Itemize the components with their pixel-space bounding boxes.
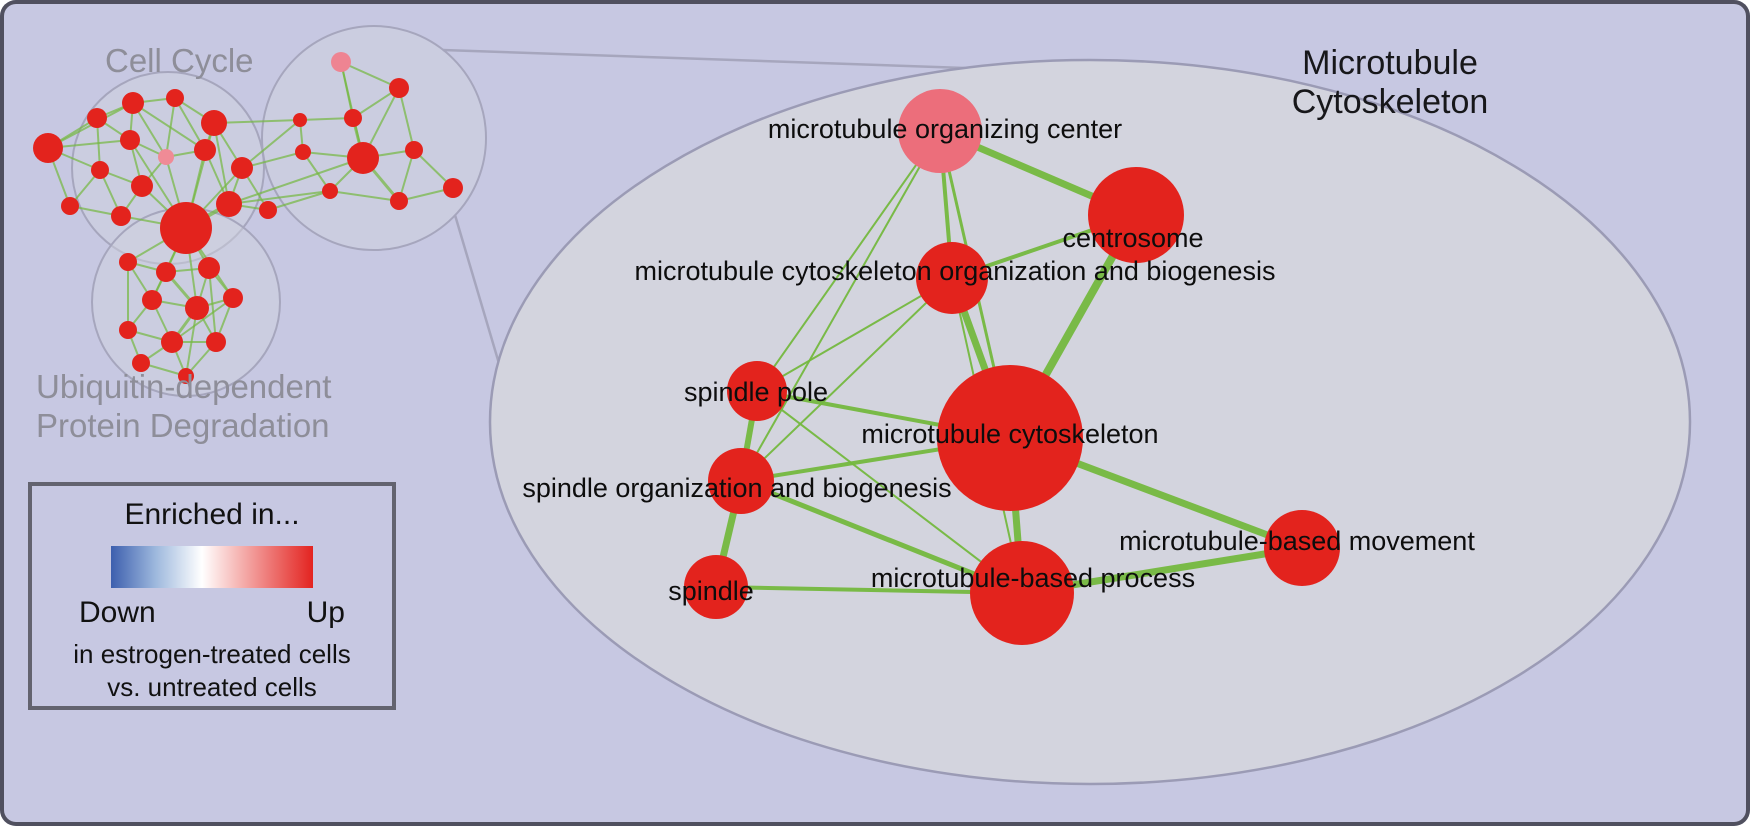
overview-node-35 xyxy=(132,354,150,372)
legend-down-label: Down xyxy=(79,596,156,629)
node-mbm xyxy=(1264,510,1340,586)
node-label-mcob: microtubule cytoskeleton organization an… xyxy=(635,256,1276,286)
overview-node-11 xyxy=(160,202,212,254)
overview-node-0 xyxy=(33,133,63,163)
overview-node-5 xyxy=(120,130,140,150)
overview-node-8 xyxy=(131,175,153,197)
zoom-cone-line-0 xyxy=(442,48,966,70)
overview-edge xyxy=(241,119,301,169)
node-spindle_pole xyxy=(727,361,787,421)
overview-edge xyxy=(340,61,400,89)
overview-node-21 xyxy=(405,141,423,159)
overview-node-25 xyxy=(293,113,307,127)
overview-node-2 xyxy=(122,92,144,114)
node-moc xyxy=(898,89,982,173)
legend-caption: in estrogen-treated cells vs. untreated … xyxy=(32,638,392,703)
overview-nodes xyxy=(33,52,463,384)
cluster-label-ubiquitin-line1: Ubiquitin-dependent xyxy=(36,368,332,405)
overview-node-33 xyxy=(161,331,183,353)
overview-node-13 xyxy=(231,157,253,179)
zoom-ellipse-layer xyxy=(488,58,1692,786)
overview-node-34 xyxy=(206,332,226,352)
overview-node-17 xyxy=(389,78,409,98)
legend: Enriched in... Down Up in estrogen-treat… xyxy=(28,482,396,710)
node-spindle_org xyxy=(708,448,774,514)
node-label-spindle: spindle xyxy=(668,576,754,606)
zoom-ellipse xyxy=(488,58,1692,786)
overview-node-29 xyxy=(142,290,162,310)
overview-edge xyxy=(132,102,206,151)
overview-edge xyxy=(228,190,331,205)
legend-caption-line1: in estrogen-treated cells xyxy=(73,639,351,669)
overview-node-14 xyxy=(259,201,277,219)
node-mbp xyxy=(970,541,1074,645)
overview-node-26 xyxy=(119,253,137,271)
node-centrosome xyxy=(1088,167,1184,263)
node-label-moc: microtubule organizing center xyxy=(768,114,1122,144)
legend-up-label: Up xyxy=(306,596,345,629)
overview-node-32 xyxy=(119,321,137,339)
edge-moc-spindle_org xyxy=(740,130,941,482)
overview-node-15 xyxy=(194,139,216,161)
overview-node-31 xyxy=(223,288,243,308)
overview-edge xyxy=(228,157,364,205)
overview-edge xyxy=(398,87,415,151)
overview-node-1 xyxy=(87,108,107,128)
legend-caption-line2: vs. untreated cells xyxy=(107,671,317,702)
node-label-centrosome: centrosome xyxy=(1062,223,1203,253)
overview-node-30 xyxy=(185,296,209,320)
legend-title: Enriched in... xyxy=(124,498,300,531)
zoom-cluster-title-line1: Microtubule xyxy=(1302,44,1478,82)
cluster-label-ubiquitin-line2: Protein Degradation xyxy=(36,406,330,444)
overview-node-16 xyxy=(331,52,351,72)
edge-spindle_pole-mbp xyxy=(756,390,1023,594)
overview-node-9 xyxy=(61,197,79,215)
overview-node-20 xyxy=(347,142,379,174)
overview-edge xyxy=(329,190,400,202)
overview-node-23 xyxy=(390,192,408,210)
overview-node-12 xyxy=(216,191,242,217)
overview-node-3 xyxy=(166,89,184,107)
overview-node-28 xyxy=(198,257,220,279)
node-label-mt_cyto: microtubule cytoskeleton xyxy=(861,419,1158,449)
overview-edge xyxy=(213,119,301,124)
node-mcob xyxy=(916,242,988,314)
overview-node-18 xyxy=(344,109,362,127)
overview-node-10 xyxy=(111,206,131,226)
node-label-mbm: microtubule-based movement xyxy=(1119,526,1475,556)
overview-edge xyxy=(267,190,331,211)
overview-node-4 xyxy=(201,110,227,136)
overview-node-7 xyxy=(91,161,109,179)
overview-node-6 xyxy=(158,149,174,165)
overview-node-22 xyxy=(322,183,338,199)
overview-edge xyxy=(165,97,176,158)
node-label-spindle_org: spindle organization and biogenesis xyxy=(522,473,951,503)
legend-downup-row: Down Up xyxy=(79,596,345,630)
overview-node-19 xyxy=(295,144,311,160)
cluster-label-ubiquitin: Ubiquitin-dependent Protein Degradation xyxy=(36,368,331,446)
zoom-cluster-title: Microtubule Cytoskeleton xyxy=(1240,44,1540,122)
node-mt_cyto xyxy=(937,365,1083,511)
overview-node-24 xyxy=(443,178,463,198)
overview-cluster-circles xyxy=(71,25,487,397)
overview-edge xyxy=(208,267,217,343)
cluster-label-cell-cycle: Cell Cycle xyxy=(105,42,254,79)
edge-moc-spindle_pole xyxy=(756,130,941,392)
overview-edge xyxy=(213,122,230,205)
zoom-cluster-title-line2: Cytoskeleton xyxy=(1291,83,1489,122)
overview-edge xyxy=(171,297,234,343)
edge-mcob-spindle_pole xyxy=(756,277,953,392)
overview-node-36 xyxy=(178,368,194,384)
zoom-node-labels: microtubule organizing centercentrosomem… xyxy=(522,114,1475,606)
zoom-nodes xyxy=(684,89,1340,645)
node-label-mbp: microtubule-based process xyxy=(871,563,1195,593)
node-label-spindle_pole: spindle pole xyxy=(684,377,828,407)
legend-gradient-bar xyxy=(111,546,313,588)
overview-node-27 xyxy=(156,262,176,282)
node-spindle xyxy=(684,555,748,619)
edge-mcob-spindle_org xyxy=(740,277,953,482)
